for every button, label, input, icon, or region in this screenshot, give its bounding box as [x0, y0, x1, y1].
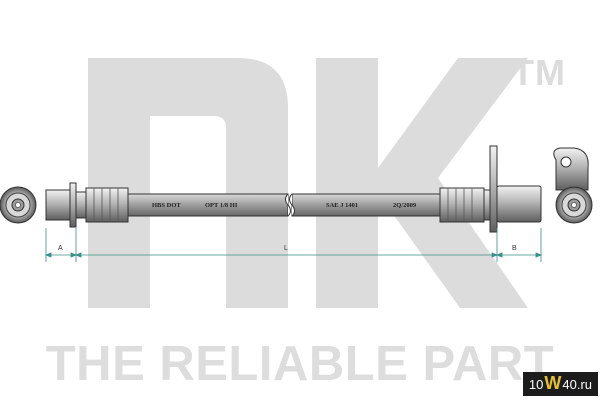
site-badge[interactable]: 10 W 40 .ru	[522, 372, 598, 396]
nk-logo-watermark	[88, 58, 528, 308]
dimension-lines	[44, 228, 543, 262]
left-fitting	[45, 182, 129, 228]
dimension-label-a: A	[58, 245, 63, 252]
dimension-label-l: L	[284, 245, 288, 252]
badge-part-3: 40	[562, 377, 577, 392]
trademark-symbol: TM	[512, 52, 566, 93]
right-fitting	[439, 145, 542, 233]
brand-tagline: THE RELIABLE PART	[45, 337, 555, 391]
right-end-view	[553, 147, 593, 224]
hose-marking-3: SAE J 1401	[326, 202, 358, 209]
badge-part-2: W	[544, 373, 562, 393]
hose-marking-2: OPT 1/8 HI	[205, 202, 238, 209]
hose-marking-1: HBS DOT	[152, 202, 181, 209]
left-end-view	[0, 186, 37, 224]
hose-body	[127, 193, 441, 217]
badge-part-1: 10	[528, 377, 544, 392]
badge-part-4: .ru	[576, 377, 592, 392]
dimension-label-b: B	[512, 245, 517, 252]
hose-marking-4: 2Q/2009	[393, 202, 417, 209]
